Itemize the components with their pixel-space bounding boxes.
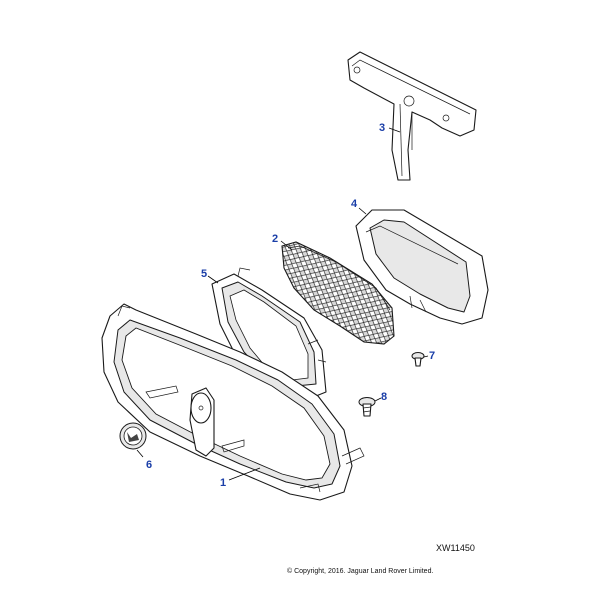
part-5-inner-frame (211, 267, 327, 397)
part-3-support-bracket (347, 51, 477, 181)
callout-1: 1 (220, 477, 226, 489)
part-6-badge (119, 422, 147, 450)
callout-3: 3 (379, 122, 385, 134)
leader-line-8 (374, 397, 382, 402)
leader-line-5 (207, 275, 219, 284)
part-7-clip (411, 352, 425, 367)
leader-line-3 (388, 127, 401, 133)
leader-line-1 (228, 467, 261, 481)
copyright-notice: © Copyright, 2016. Jaguar Land Rover Lim… (287, 568, 434, 575)
callout-4: 4 (351, 198, 358, 210)
part-2-mesh-insert (281, 241, 395, 345)
leader-line-7 (423, 355, 429, 358)
callout-5: 5 (201, 268, 207, 280)
callout-6: 6 (146, 459, 152, 471)
part-1-grille-frame (101, 303, 365, 501)
diagram-reference-code: XW11450 (436, 543, 475, 553)
leader-line-2 (280, 240, 293, 251)
callout-2: 2 (272, 233, 278, 245)
leader-line-4 (358, 207, 367, 215)
callout-8: 8 (381, 391, 387, 403)
part-8-screw (358, 397, 376, 417)
leader-line-6 (136, 449, 144, 458)
part-4-grille-surround (355, 209, 489, 325)
callout-7: 7 (429, 350, 435, 362)
